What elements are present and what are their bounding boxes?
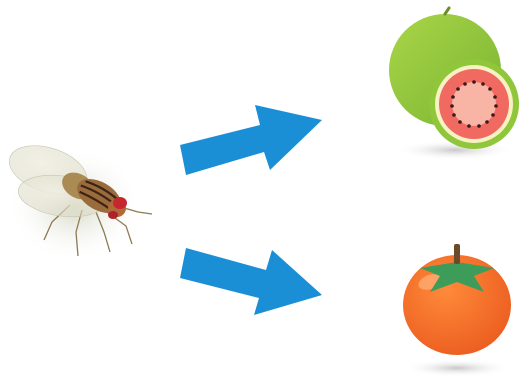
arrow-to-persimmon xyxy=(180,248,322,315)
arrow-to-guava xyxy=(180,105,322,175)
persimmon-shadow xyxy=(402,359,512,377)
persimmon-icon xyxy=(402,244,512,377)
fruit-fly-icon xyxy=(3,137,152,263)
persimmon-stem xyxy=(454,244,460,264)
fly-eye xyxy=(113,197,127,209)
fly-eye-2 xyxy=(108,211,118,219)
guava-icon xyxy=(389,8,519,160)
